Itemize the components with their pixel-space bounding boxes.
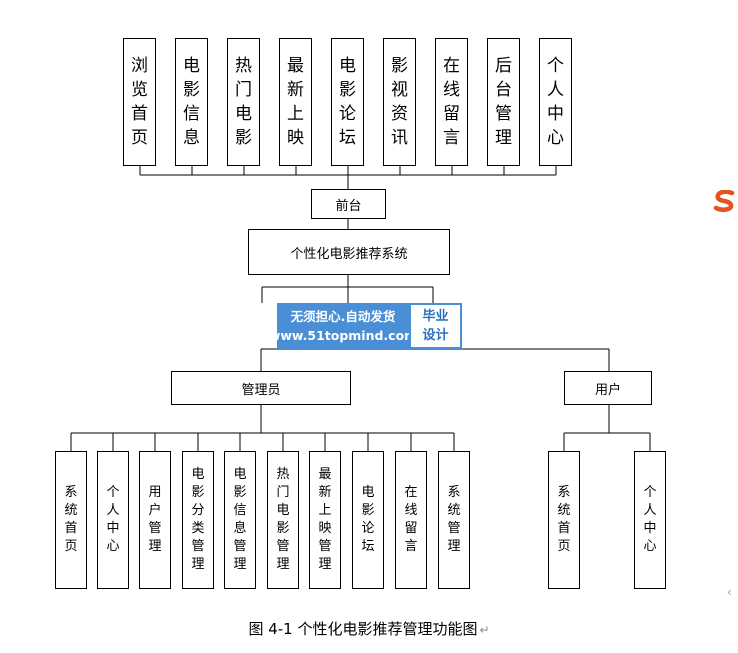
admin-node-label: 管理员 bbox=[241, 382, 281, 398]
front-module-box: 影视资讯 bbox=[383, 38, 416, 166]
root-node-label: 个性化电影推荐系统 bbox=[290, 246, 408, 262]
admin-module-label: 系统首页 bbox=[64, 485, 78, 554]
admin-module-label: 在线留言 bbox=[404, 485, 418, 554]
front-module-label: 最新上映 bbox=[287, 56, 304, 148]
admin-module-label: 电影分类管理 bbox=[191, 467, 205, 572]
front-module-box: 电影论坛 bbox=[331, 38, 364, 166]
admin-module-box: 热门电影管理 bbox=[267, 451, 299, 589]
admin-module-label: 电影论坛 bbox=[361, 485, 375, 554]
front-node-label: 前台 bbox=[335, 198, 362, 214]
user-module-box: 个人中心 bbox=[634, 451, 666, 589]
user-node-label: 用户 bbox=[594, 382, 621, 398]
front-module-box: 电影信息 bbox=[175, 38, 208, 166]
front-module-box: 热门电影 bbox=[227, 38, 260, 166]
front-module-box: 在线留言 bbox=[435, 38, 468, 166]
admin-module-box: 最新上映管理 bbox=[309, 451, 341, 589]
user-module-box: 系统首页 bbox=[548, 451, 580, 589]
paragraph-mark-icon: ↵ bbox=[479, 623, 490, 637]
admin-module-label: 电影信息管理 bbox=[233, 467, 247, 572]
front-node: 前台 bbox=[311, 189, 386, 219]
front-module-label: 电影论坛 bbox=[339, 56, 356, 148]
admin-module-box: 电影信息管理 bbox=[224, 451, 256, 589]
front-module-label: 影视资讯 bbox=[391, 56, 408, 148]
admin-module-label: 热门电影管理 bbox=[276, 467, 290, 572]
watermark-text-block: 无须担心.自动发货 www.51topmind.com bbox=[269, 303, 417, 349]
front-module-label: 浏览首页 bbox=[131, 56, 148, 148]
admin-module-label: 系统管理 bbox=[447, 485, 461, 554]
front-module-box: 后台管理 bbox=[487, 38, 520, 166]
watermark-badge-block: 毕业 设计 bbox=[409, 303, 462, 349]
watermark-line2: www.51topmind.com bbox=[268, 328, 418, 343]
front-module-box: 个人中心 bbox=[539, 38, 572, 166]
admin-module-box: 电影论坛 bbox=[352, 451, 384, 589]
admin-node: 管理员 bbox=[171, 371, 351, 405]
watermark-badge2: 设计 bbox=[422, 328, 449, 343]
caption-text: 图 4-1 个性化电影推荐管理功能图 bbox=[248, 620, 478, 638]
front-module-label: 个人中心 bbox=[547, 56, 564, 148]
admin-module-box: 电影分类管理 bbox=[182, 451, 214, 589]
admin-module-label: 用户管理 bbox=[148, 485, 162, 554]
watermark-line1: 无须担心.自动发货 bbox=[290, 309, 396, 324]
user-module-label: 系统首页 bbox=[557, 485, 571, 554]
front-module-label: 在线留言 bbox=[443, 56, 460, 148]
watermark-badge1: 毕业 bbox=[422, 309, 449, 324]
page-edge-arrow-icon: ‹ bbox=[727, 585, 732, 599]
admin-module-box: 在线留言 bbox=[395, 451, 427, 589]
admin-module-box: 系统首页 bbox=[55, 451, 87, 589]
user-module-label: 个人中心 bbox=[643, 485, 657, 554]
front-module-label: 电影信息 bbox=[183, 56, 200, 148]
admin-module-label: 个人中心 bbox=[106, 485, 120, 554]
front-module-box: 最新上映 bbox=[279, 38, 312, 166]
admin-module-label: 最新上映管理 bbox=[318, 467, 332, 572]
watermark-badge: 无须担心.自动发货 www.51topmind.com 毕业 设计 bbox=[269, 303, 462, 349]
root-node: 个性化电影推荐系统 bbox=[248, 229, 450, 275]
admin-module-box: 用户管理 bbox=[139, 451, 171, 589]
admin-module-box: 个人中心 bbox=[97, 451, 129, 589]
front-module-label: 热门电影 bbox=[235, 56, 252, 148]
user-node: 用户 bbox=[564, 371, 652, 405]
front-module-label: 后台管理 bbox=[495, 56, 512, 148]
sogou-logo-icon bbox=[713, 190, 735, 212]
admin-module-box: 系统管理 bbox=[438, 451, 470, 589]
front-module-box: 浏览首页 bbox=[123, 38, 156, 166]
figure-caption: 图 4-1 个性化电影推荐管理功能图↵ bbox=[0, 618, 738, 639]
